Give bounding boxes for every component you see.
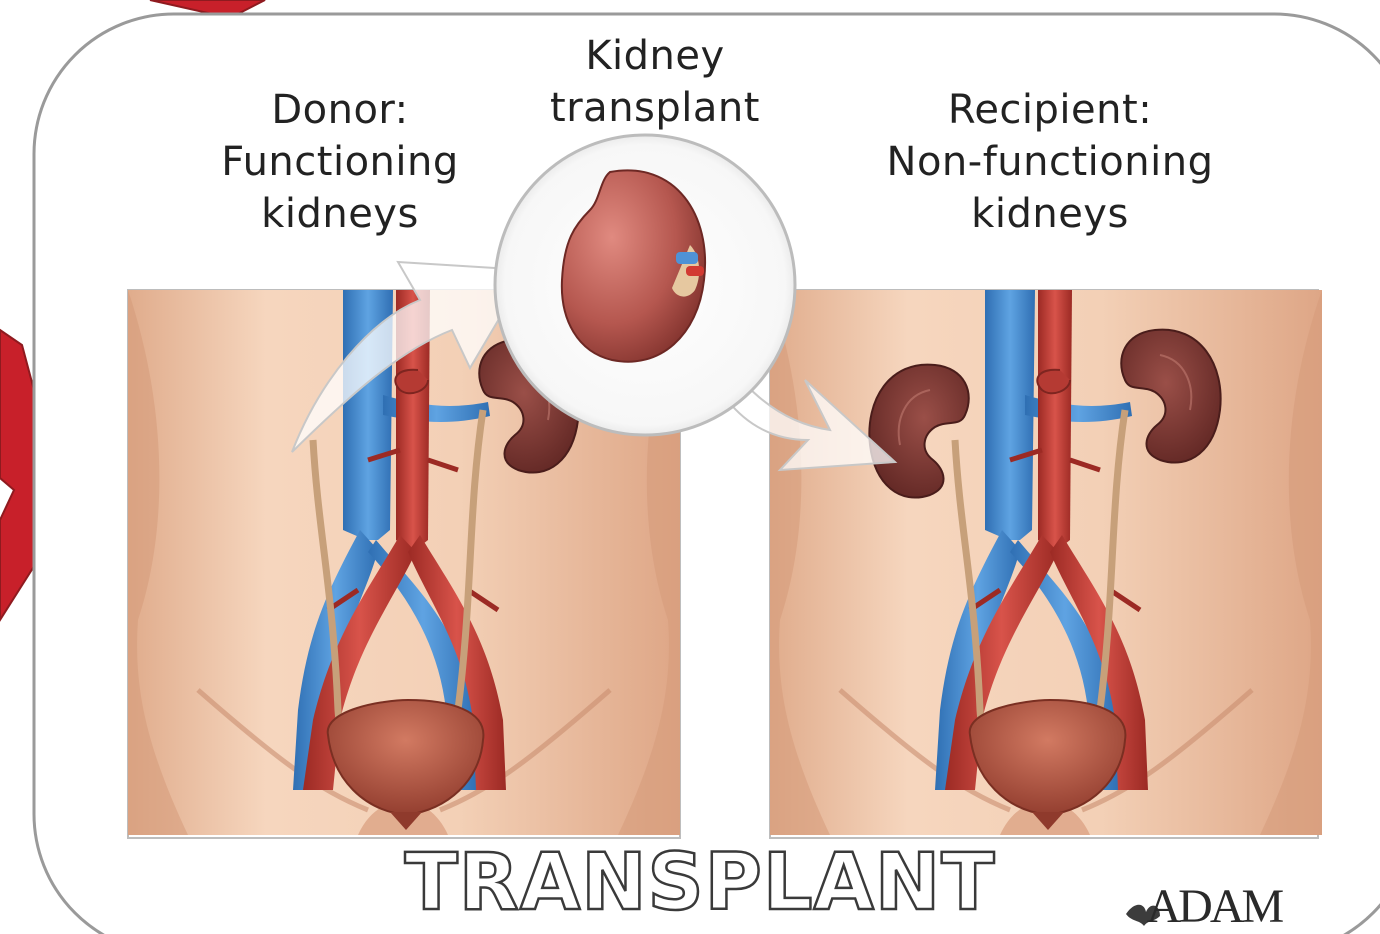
transplant-label: Kidney transplant xyxy=(500,30,810,134)
donor-label: Donor: Functioning kidneys xyxy=(170,84,510,240)
adam-logo: ✱ADAM xyxy=(1118,880,1380,934)
donor-label-line2: Functioning xyxy=(170,136,510,188)
transplant-kidney-magnifier xyxy=(495,135,795,435)
transplant-label-line1: Kidney xyxy=(500,30,810,82)
donor-label-line1: Donor: xyxy=(170,84,510,136)
donor-label-line3: kidneys xyxy=(170,188,510,240)
recipient-label-line3: kidneys xyxy=(830,188,1270,240)
recipient-label-line2: Non-functioning xyxy=(830,136,1270,188)
transplant-caption: TRANSPLANT xyxy=(380,838,1020,928)
accent-left-red-shape xyxy=(0,330,38,620)
recipient-label: Recipient: Non-functioning kidneys xyxy=(830,84,1270,240)
recipient-label-line1: Recipient: xyxy=(830,84,1270,136)
adam-logo-text: ADAM xyxy=(1147,880,1282,933)
recipient-torso-illustration xyxy=(770,290,1322,838)
transplant-label-line2: transplant xyxy=(500,82,810,134)
